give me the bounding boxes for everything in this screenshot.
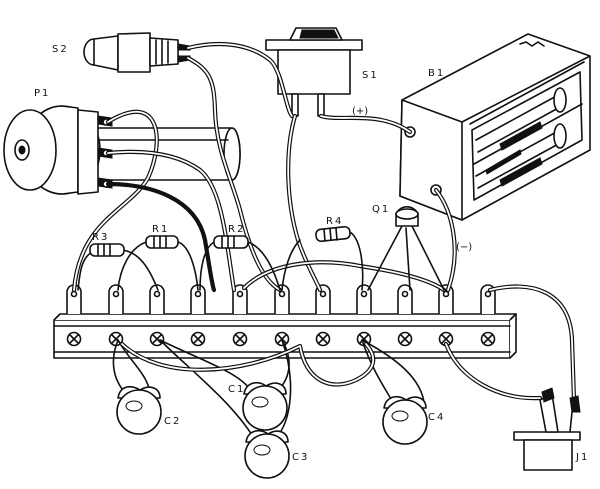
- terminal-screw-slot: [400, 334, 410, 344]
- label-c1: C1: [228, 384, 245, 395]
- terminal-screw-slot: [277, 334, 287, 344]
- label-r1: R1: [152, 224, 169, 235]
- label-b1: B1: [428, 68, 445, 79]
- label-s2: S2: [52, 44, 69, 55]
- terminal-lug: [438, 284, 454, 314]
- terminal-screw-slot: [483, 334, 493, 344]
- terminal-lug-hole: [112, 290, 120, 298]
- resistor-r2: R2: [199, 224, 281, 291]
- capacitor-leads: [112, 339, 543, 439]
- terminal-lug: [480, 284, 496, 314]
- jack-j1: J1: [513, 387, 589, 471]
- resistor-r3: R3: [77, 232, 159, 291]
- terminal-lug-hole: [70, 290, 78, 298]
- wires: [71, 41, 577, 403]
- label-c4: C4: [428, 412, 445, 423]
- terminal-lug-hole: [319, 290, 327, 298]
- terminal-lug: [108, 284, 124, 314]
- label-s1: S1: [362, 70, 379, 81]
- terminal-screw-slot: [318, 334, 328, 344]
- label-r3: R3: [92, 232, 109, 243]
- label-q1: Q1: [372, 204, 390, 215]
- battery-holder-b1: B1: [399, 33, 591, 221]
- resistor-r4: R4: [281, 216, 364, 291]
- terminal-lug: [397, 284, 413, 314]
- terminal-lugs: [66, 284, 496, 347]
- label-c2: C2: [164, 416, 181, 427]
- terminal-lug: [356, 284, 372, 314]
- rocker-switch-s1: S1: [265, 27, 379, 117]
- capacitor-c3: C3: [244, 429, 309, 479]
- terminal-lug-hole: [442, 290, 450, 298]
- terminal-lug-hole: [194, 290, 202, 298]
- push-button-s2: S2: [52, 32, 191, 73]
- terminal-lug-hole: [153, 290, 161, 298]
- terminal-lug: [315, 284, 331, 314]
- terminal-lug-hole: [484, 290, 492, 298]
- terminal-lug-hole: [278, 290, 286, 298]
- potentiometer-p1: P1: [3, 88, 241, 195]
- label-c3: C3: [292, 452, 309, 463]
- terminal-lug-hole: [236, 290, 244, 298]
- terminal-screw-slot: [69, 334, 79, 344]
- label-r4: R4: [326, 216, 343, 227]
- capacitor-c2: C2: [116, 385, 181, 435]
- terminal-screw-slot: [152, 334, 162, 344]
- terminal-lug: [149, 284, 165, 314]
- capacitor-c1: C1: [228, 381, 288, 431]
- terminal-screw-slot: [235, 334, 245, 344]
- label-r2: R2: [228, 224, 245, 235]
- label-j1: J1: [575, 452, 589, 463]
- transistor-q1: Q1: [372, 204, 419, 227]
- terminal-lug-hole: [360, 290, 368, 298]
- label-plus: (+): [352, 106, 368, 117]
- label-minus: (−): [456, 242, 472, 253]
- terminal-lug-hole: [401, 290, 409, 298]
- capacitor-c4: C4: [382, 395, 445, 445]
- terminal-screw-slot: [441, 334, 451, 344]
- label-p1: P1: [34, 88, 50, 99]
- terminal-screw-slot: [193, 334, 203, 344]
- resistor-r1: R1: [117, 224, 199, 291]
